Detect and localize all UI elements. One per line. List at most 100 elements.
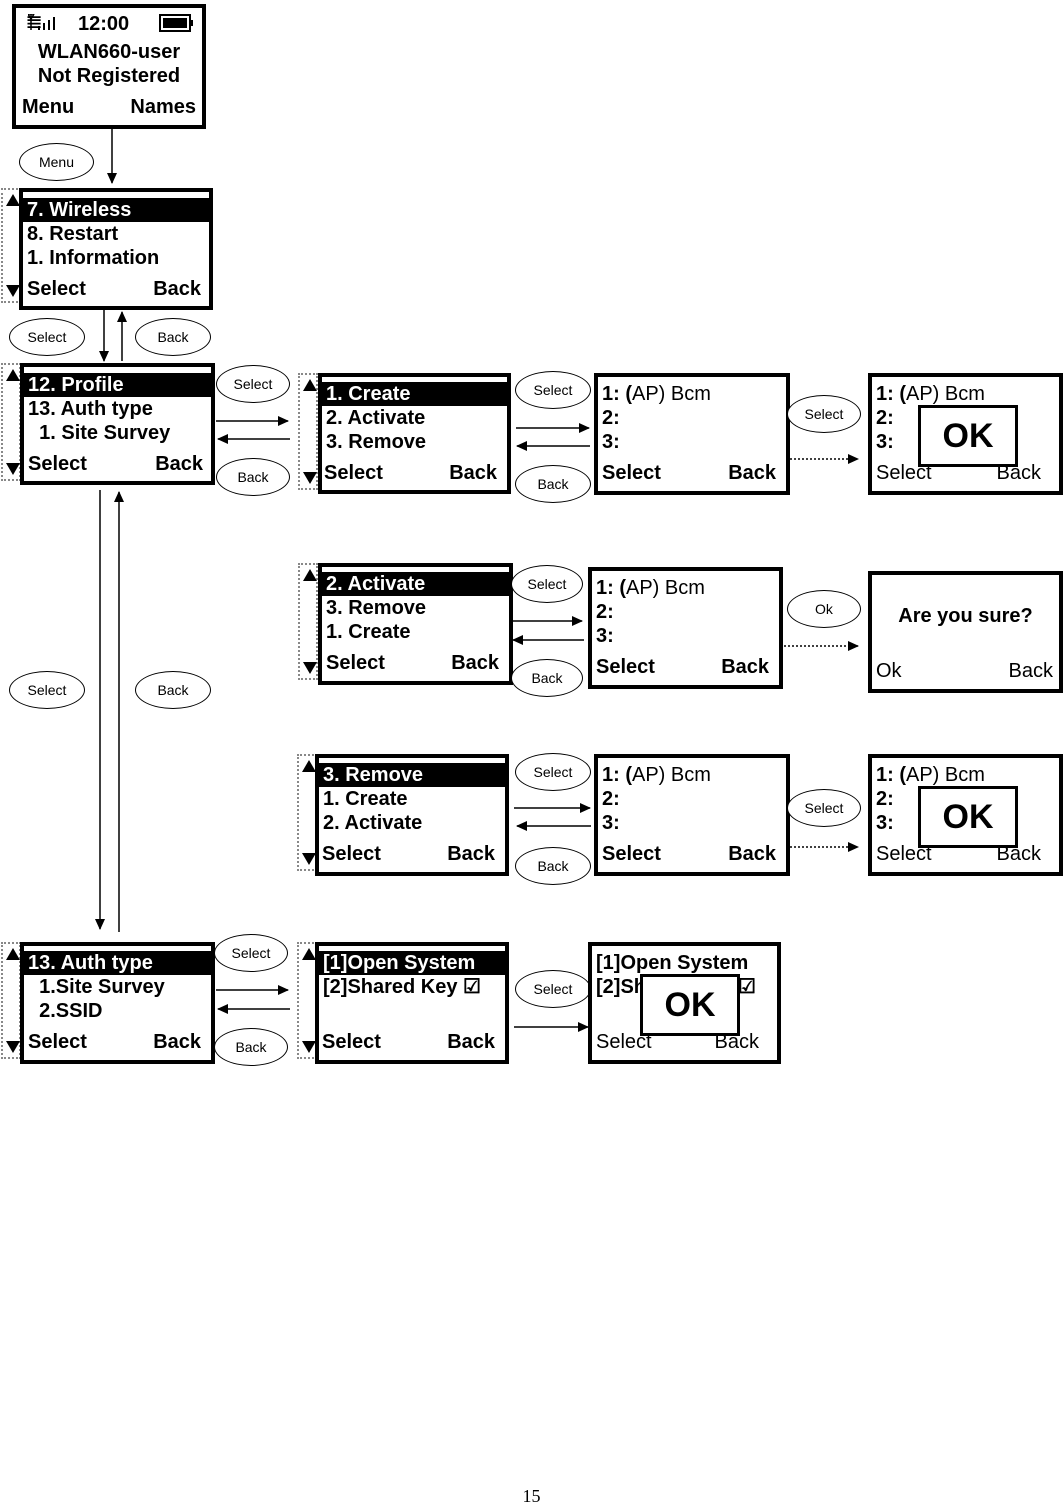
select-key[interactable]: Select	[216, 365, 290, 403]
scroll-up-icon	[6, 369, 20, 381]
select-key[interactable]: Select	[515, 753, 591, 791]
back-key[interactable]: Back	[135, 318, 211, 356]
softkey-select[interactable]: Select	[602, 843, 661, 865]
select-key[interactable]: Select	[9, 671, 85, 709]
softkey-back[interactable]: Back	[996, 462, 1041, 484]
menu-item-authtype[interactable]: 13. Auth type	[24, 951, 211, 975]
back-key[interactable]: Back	[511, 659, 583, 697]
back-key[interactable]: Back	[515, 465, 591, 503]
select-key[interactable]: Select	[787, 395, 861, 433]
select-key[interactable]: Select	[515, 970, 591, 1008]
menu-scrollbar[interactable]	[1, 188, 21, 303]
profile-screen: 12. Profile 13. Auth type 1. Site Survey…	[20, 363, 215, 485]
menu-item-activate[interactable]: 2. Activate	[323, 812, 423, 834]
ap-row-3[interactable]: 3:	[596, 625, 614, 647]
softkey-back[interactable]: Back	[714, 1031, 759, 1053]
softkey-ok[interactable]: Ok	[876, 660, 902, 682]
create-scrollbar[interactable]	[298, 373, 318, 490]
activate-menu-screen: 2. Activate 3. Remove 1. Create Select B…	[318, 563, 513, 685]
menu-key[interactable]: Menu	[19, 143, 94, 181]
softkey-back[interactable]: Back	[451, 652, 499, 674]
confirm-screen: Are you sure? Ok Back	[868, 571, 1063, 693]
menu-item-restart[interactable]: 8. Restart	[27, 223, 119, 245]
select-key[interactable]: Select	[511, 565, 583, 603]
softkey-menu[interactable]: Menu	[22, 96, 75, 118]
ap-list-screen: 1: (AP) Bcm 2: 3: Select Back	[594, 754, 790, 876]
softkey-select[interactable]: Select	[322, 1031, 381, 1053]
softkey-back[interactable]: Back	[155, 453, 203, 475]
select-key[interactable]: Select	[787, 789, 861, 827]
softkey-select[interactable]: Select	[876, 843, 932, 865]
menu-item-authtype[interactable]: 13. Auth type	[28, 398, 153, 420]
softkey-select[interactable]: Select	[326, 652, 385, 674]
ok-popup: OK	[640, 974, 740, 1036]
ok-key[interactable]: Ok	[787, 590, 861, 628]
activate-scrollbar[interactable]	[298, 563, 318, 680]
softkey-names[interactable]: Names	[130, 96, 196, 118]
select-key[interactable]: Select	[9, 318, 85, 356]
scroll-up-icon	[6, 948, 20, 960]
softkey-back[interactable]: Back	[153, 1031, 201, 1053]
softkey-back[interactable]: Back	[153, 278, 201, 300]
battery-icon	[159, 13, 193, 33]
option-open-system[interactable]: [1]Open System	[319, 951, 505, 975]
ap-row-3[interactable]: 3:	[602, 812, 620, 834]
option-shared-key[interactable]: [2]Shared Key ☑	[323, 976, 481, 998]
scroll-down-icon	[302, 1041, 316, 1053]
menu-item-information[interactable]: 1. Information	[27, 247, 160, 269]
select-key[interactable]: Select	[214, 934, 288, 972]
softkey-select[interactable]: Select	[28, 1031, 87, 1053]
back-key[interactable]: Back	[135, 671, 211, 709]
softkey-back[interactable]: Back	[996, 843, 1041, 865]
menu-item-activate[interactable]: 2. Activate	[322, 572, 509, 596]
scroll-up-icon	[6, 194, 20, 206]
menu-item-wireless[interactable]: 7. Wireless	[23, 198, 209, 222]
softkey-select[interactable]: Select	[28, 453, 87, 475]
page-number: 15	[522, 1486, 541, 1506]
softkey-back[interactable]: Back	[1008, 660, 1053, 682]
scroll-down-icon	[6, 463, 20, 475]
remove-scrollbar[interactable]	[297, 754, 317, 871]
auth-options-scrollbar[interactable]	[297, 942, 317, 1059]
back-key[interactable]: Back	[515, 847, 591, 885]
menu-item-remove[interactable]: 3. Remove	[326, 597, 427, 619]
softkey-back[interactable]: Back	[721, 656, 769, 678]
softkey-select[interactable]: Select	[596, 1031, 652, 1053]
ap-row-1[interactable]: 1: (AP) Bcm	[596, 577, 705, 599]
softkey-back[interactable]: Back	[449, 462, 497, 484]
softkey-select[interactable]: Select	[876, 462, 932, 484]
back-key[interactable]: Back	[214, 1028, 288, 1066]
softkey-select[interactable]: Select	[596, 656, 655, 678]
softkey-back[interactable]: Back	[447, 1031, 495, 1053]
profile-scrollbar[interactable]	[1, 363, 21, 481]
back-key[interactable]: Back	[216, 458, 290, 496]
softkey-select[interactable]: Select	[322, 843, 381, 865]
idle-screen: 𝌆 12:00 WLAN660-user Not Registered Menu…	[12, 4, 206, 129]
softkey-back[interactable]: Back	[728, 462, 776, 484]
authtype-scrollbar[interactable]	[1, 942, 21, 1059]
select-key[interactable]: Select	[515, 371, 591, 409]
softkey-select[interactable]: Select	[602, 462, 661, 484]
softkey-select[interactable]: Select	[27, 278, 86, 300]
ap-row-3[interactable]: 3:	[602, 431, 620, 453]
menu-item-ssid[interactable]: 2.SSID	[28, 1000, 103, 1022]
menu-item-sitesurvey[interactable]: 1.Site Survey	[28, 976, 165, 998]
menu-item-create[interactable]: 1. Create	[326, 621, 411, 643]
ap-row-1[interactable]: 1: (AP) Bcm	[602, 764, 711, 786]
ap-row-2[interactable]: 2:	[602, 788, 620, 810]
softkey-back[interactable]: Back	[728, 843, 776, 865]
menu-item-remove[interactable]: 3. Remove	[319, 763, 505, 787]
menu-item-create[interactable]: 1. Create	[323, 788, 408, 810]
menu-item-remove[interactable]: 3. Remove	[326, 431, 427, 453]
softkey-select[interactable]: Select	[324, 462, 383, 484]
ap-row-2[interactable]: 2:	[602, 407, 620, 429]
softkey-back[interactable]: Back	[447, 843, 495, 865]
ap-row-2[interactable]: 2:	[596, 601, 614, 623]
menu-item-profile[interactable]: 12. Profile	[24, 373, 211, 397]
ap-row-1[interactable]: 1: (AP) Bcm	[602, 383, 711, 405]
menu-item-create[interactable]: 1. Create	[322, 382, 507, 406]
scroll-down-icon	[302, 853, 316, 865]
ap-list-screen: 1: (AP) Bcm 2: 3: Select Back	[594, 373, 790, 495]
menu-item-activate[interactable]: 2. Activate	[326, 407, 426, 429]
menu-item-sitesurvey[interactable]: 1. Site Survey	[28, 422, 171, 444]
